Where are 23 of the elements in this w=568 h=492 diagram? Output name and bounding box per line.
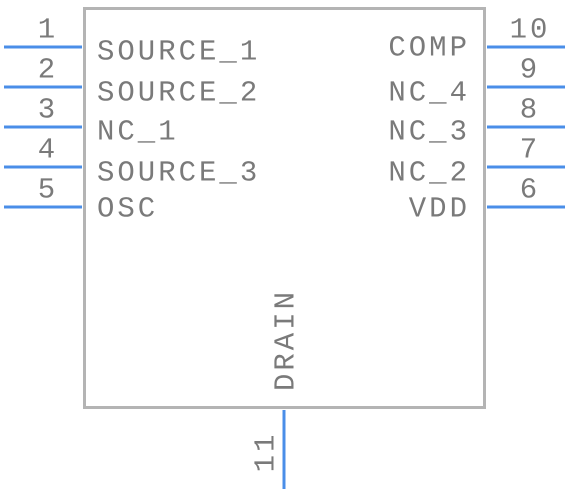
- pin-number: 10: [510, 16, 550, 44]
- pin-name: NC_2: [388, 158, 470, 188]
- pin-number: 3: [38, 96, 58, 124]
- pin-number: 1: [38, 16, 58, 44]
- pin-number: 7: [520, 136, 540, 164]
- pin-number: 5: [38, 176, 58, 204]
- pin-name: SOURCE_3: [97, 158, 260, 188]
- pin-number: 9: [520, 56, 540, 84]
- pin-number: 4: [38, 136, 58, 164]
- pin-name: NC_4: [388, 78, 470, 108]
- chip-body: [83, 7, 486, 409]
- pin-name: DRAIN: [272, 289, 300, 391]
- pin-name: NC_3: [388, 118, 470, 146]
- pin-number: 6: [520, 176, 540, 204]
- pin-name: OSC: [97, 194, 158, 224]
- pin-name: VDD: [408, 194, 470, 224]
- pin-name: NC_1: [97, 118, 179, 146]
- pin-name: COMP: [388, 34, 470, 62]
- pin-name: SOURCE_1: [97, 38, 260, 66]
- pin-number: 11: [252, 432, 280, 472]
- pin-number: 2: [38, 56, 58, 84]
- pin-name: SOURCE_2: [97, 78, 260, 108]
- pin-number: 8: [520, 96, 540, 124]
